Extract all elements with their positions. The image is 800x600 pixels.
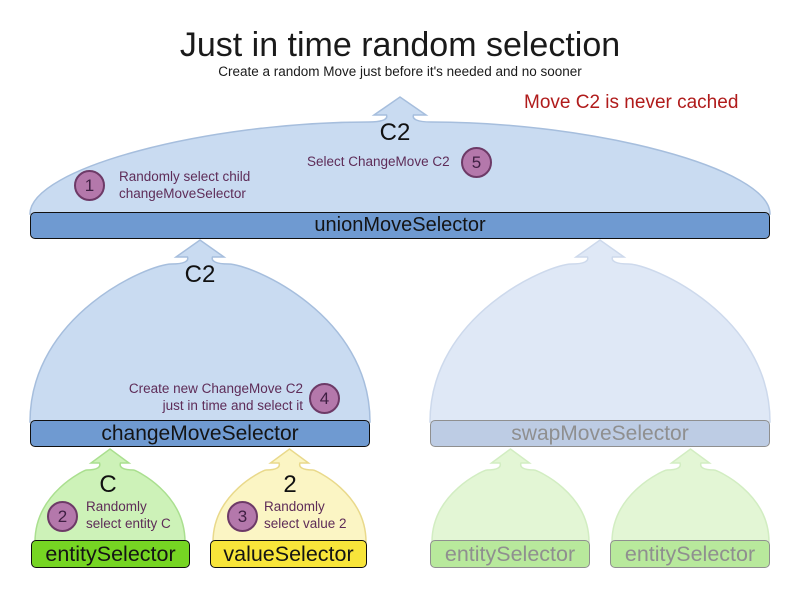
step-2-badge: 2 bbox=[47, 501, 78, 532]
entity-selector-faded-bar-1: entitySelector bbox=[430, 540, 590, 568]
step-1-text: Randomly select child changeMoveSelector bbox=[119, 169, 251, 201]
step-5-badge: 5 bbox=[461, 147, 492, 178]
step-4-text: Create new ChangeMove C2 just in time an… bbox=[128, 381, 303, 413]
step-2-text: Randomly select entity C bbox=[86, 499, 171, 531]
never-cached-note: Move C2 is never cached bbox=[524, 92, 739, 113]
entity-selector-faded-bar-2: entitySelector bbox=[610, 540, 770, 568]
entity-faded-funnel-shape-2 bbox=[611, 448, 770, 543]
swap-funnel-shape bbox=[429, 239, 771, 423]
change-funnel-shape bbox=[29, 239, 371, 423]
union-funnel-shape bbox=[29, 96, 771, 215]
swap-move-selector-bar: swapMoveSelector bbox=[430, 420, 770, 447]
step-3-text: Randomly select value 2 bbox=[264, 499, 347, 531]
value-output-label: 2 bbox=[283, 471, 297, 498]
page-title: Just in time random selection bbox=[179, 26, 621, 64]
entity-faded-funnel-shape-1 bbox=[431, 448, 590, 543]
change-move-selector-bar: changeMoveSelector bbox=[30, 420, 370, 447]
union-move-selector-bar: unionMoveSelector bbox=[30, 212, 770, 239]
step-1-badge: 1 bbox=[74, 170, 105, 201]
value-selector-bar: valueSelector bbox=[210, 540, 367, 568]
change-output-label: C2 bbox=[184, 261, 216, 288]
step-3-badge: 3 bbox=[227, 501, 258, 532]
union-output-label: C2 bbox=[379, 119, 411, 146]
page-subtitle: Create a random Move just before it's ne… bbox=[218, 64, 582, 79]
step-5-text: Select ChangeMove C2 bbox=[307, 154, 450, 169]
entity-output-label: C bbox=[99, 471, 117, 498]
step-4-badge: 4 bbox=[309, 383, 340, 414]
entity-selector-bar: entitySelector bbox=[31, 540, 190, 568]
